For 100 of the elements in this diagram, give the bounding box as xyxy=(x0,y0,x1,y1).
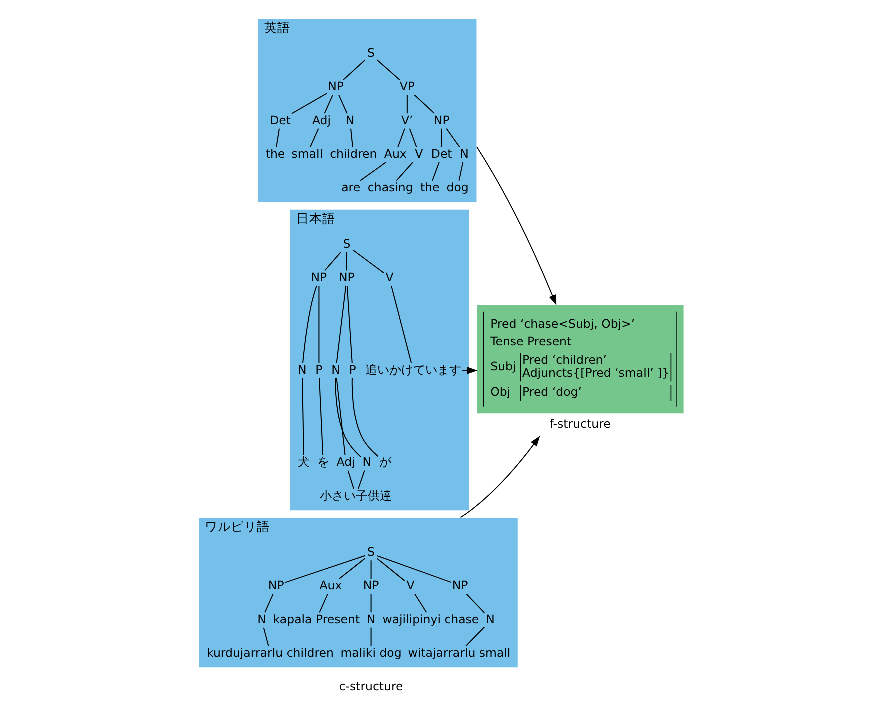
node-text: NP xyxy=(363,578,380,593)
node-text: P xyxy=(316,362,323,377)
connector xyxy=(446,128,460,148)
connector xyxy=(376,60,400,80)
node-text: N xyxy=(346,113,355,128)
label: c-structure xyxy=(339,680,404,694)
connector xyxy=(352,378,379,458)
node-text: Aux xyxy=(384,146,407,161)
connector xyxy=(377,558,406,582)
connector xyxy=(441,128,442,148)
node-text: 小さい子供達 xyxy=(320,488,392,503)
node-text: kapala Present xyxy=(273,612,360,626)
arrow xyxy=(460,436,540,518)
node-text: V xyxy=(406,578,415,593)
node-text: small xyxy=(292,146,324,161)
connector xyxy=(319,378,324,456)
node-text: Aux xyxy=(320,578,342,593)
connector xyxy=(292,93,328,114)
node-text: Adj xyxy=(336,455,356,470)
node-text: N xyxy=(362,455,372,470)
connector xyxy=(324,252,342,272)
node-text: P xyxy=(349,362,356,377)
node-text: NP xyxy=(311,270,328,284)
connector xyxy=(343,60,366,80)
connector xyxy=(302,286,318,363)
node-text: NP xyxy=(328,80,344,94)
connector xyxy=(285,555,366,584)
node-text: N xyxy=(366,612,376,626)
node-text: N xyxy=(460,146,469,161)
connector xyxy=(350,128,354,148)
node-text: children xyxy=(330,146,378,161)
node-text: wajilipinyi chase xyxy=(382,612,480,626)
node-text: witajarrarlu small xyxy=(408,646,511,660)
node-text: V xyxy=(386,270,394,284)
connector xyxy=(360,162,386,182)
connector xyxy=(346,252,348,271)
node-text: Det xyxy=(270,113,292,128)
node-text: を xyxy=(317,455,330,470)
arrow xyxy=(462,367,478,374)
connector xyxy=(398,128,406,148)
connector xyxy=(414,594,428,613)
node-label: f-structure xyxy=(550,417,611,432)
node-box: Pred ‘chase<Subj, Obj>’ Tense Present Subj Pred ‘children’ Adjuncts{[Pred ‘small’ ]} Obj Pred ‘dog’ xyxy=(477,305,684,414)
node-text: 犬 xyxy=(298,455,310,470)
node-text: the xyxy=(420,180,440,195)
connector xyxy=(336,286,347,364)
node-text: kurdujarrarlu children xyxy=(207,646,334,660)
node-text: NP xyxy=(268,578,284,593)
node-text: N xyxy=(486,612,495,626)
connector xyxy=(276,128,280,148)
node-text: S xyxy=(368,545,376,560)
node-text: S xyxy=(343,236,351,251)
connector xyxy=(318,286,320,363)
node-text: S xyxy=(368,46,376,60)
node-text: Adj xyxy=(312,113,332,128)
connector xyxy=(406,95,408,114)
connector xyxy=(348,470,355,490)
connector xyxy=(339,558,366,580)
node-text: NP xyxy=(452,578,468,593)
connector xyxy=(370,594,372,613)
connector xyxy=(310,128,320,148)
connector xyxy=(324,95,334,114)
node-text: VP xyxy=(400,80,415,94)
node-text: V xyxy=(415,146,424,161)
node-text: maliki dog xyxy=(340,646,402,660)
node-text: N xyxy=(258,612,266,626)
connector xyxy=(396,162,414,182)
connector xyxy=(391,286,412,364)
connector xyxy=(352,250,384,274)
connector xyxy=(414,94,435,114)
node-text: Det xyxy=(431,146,452,161)
connector xyxy=(358,470,366,490)
node-text: chasing xyxy=(368,180,414,195)
node-text: dog xyxy=(446,180,469,195)
connector xyxy=(377,556,452,584)
connector xyxy=(458,162,464,181)
connector xyxy=(432,162,440,181)
connector xyxy=(466,594,485,614)
node-text: NP xyxy=(434,113,450,128)
node-text: NP xyxy=(338,270,355,284)
node-text: V’ xyxy=(402,113,414,128)
connector xyxy=(370,560,372,580)
connector xyxy=(338,95,348,114)
node-text: N xyxy=(298,362,307,377)
connector xyxy=(336,378,346,456)
connector xyxy=(335,378,362,458)
node-text: the xyxy=(266,146,286,161)
connector xyxy=(466,626,485,647)
connector xyxy=(409,128,418,148)
arrow xyxy=(476,147,557,306)
node-text: are xyxy=(342,180,361,195)
connector xyxy=(302,378,304,456)
connector xyxy=(370,628,372,646)
connector xyxy=(263,628,270,646)
connector xyxy=(319,594,328,613)
node-text: N xyxy=(332,362,340,377)
node-text: 追いかけています xyxy=(365,362,462,377)
connector xyxy=(264,594,274,613)
node-text: が xyxy=(380,455,392,470)
connector xyxy=(346,286,353,364)
